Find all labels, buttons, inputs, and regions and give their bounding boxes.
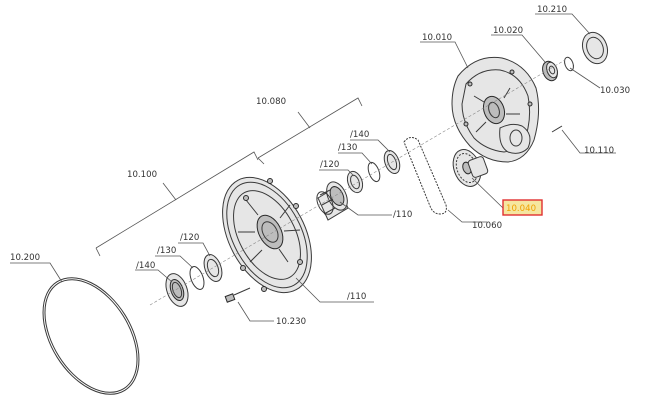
callout-10060: 10.060: [472, 221, 502, 231]
callout-10040: 10.040: [506, 204, 536, 214]
callout-130-upper: /130: [338, 143, 357, 153]
callout-10010: 10.010: [422, 33, 452, 43]
callout-140-lower: /140: [136, 261, 155, 271]
callout-120-lower: /120: [180, 233, 199, 243]
callout-10080: 10.080: [256, 97, 286, 107]
callout-110-lower: /110: [347, 292, 366, 302]
part-120-bearing-lower: [203, 254, 223, 282]
callout-140-upper: /140: [350, 130, 369, 140]
part-10110-pin: [551, 125, 563, 133]
callout-10100: 10.100: [127, 170, 157, 180]
highlight-box: [502, 199, 543, 216]
part-10100-pump-cover: [222, 176, 312, 294]
part-10040-gear: [452, 149, 489, 187]
assembly-axis-line: [149, 59, 566, 306]
callout-10040-highlight[interactable]: 10.040: [502, 199, 543, 216]
callout-10230: 10.230: [276, 317, 306, 327]
part-110-hub-upper: [316, 181, 349, 221]
part-10210-seal: [581, 31, 609, 65]
part-120-bearing-upper: [346, 170, 364, 194]
callout-130-lower: /130: [157, 246, 176, 256]
part-130-ring-upper: [367, 161, 381, 183]
callout-10110: 10.110: [584, 146, 614, 156]
callout-10020: 10.020: [493, 26, 523, 36]
callout-120-upper: /120: [320, 160, 339, 170]
part-130-ring-lower: [189, 266, 205, 290]
part-10200-oring: [42, 277, 140, 395]
leader-lines: [10, 13, 616, 322]
part-10020-bearing: [542, 60, 558, 82]
part-140-seal-lower: [165, 273, 189, 307]
callout-10030: 10.030: [600, 86, 630, 96]
part-10060-chain: [403, 136, 447, 215]
callout-110-upper: /110: [393, 210, 412, 220]
part-10010-pump-housing: [451, 56, 540, 163]
callout-10210: 10.210: [537, 5, 567, 15]
part-10230-bolt: [224, 287, 251, 303]
part-10030-ring: [564, 56, 574, 72]
callout-10200: 10.200: [10, 253, 40, 263]
